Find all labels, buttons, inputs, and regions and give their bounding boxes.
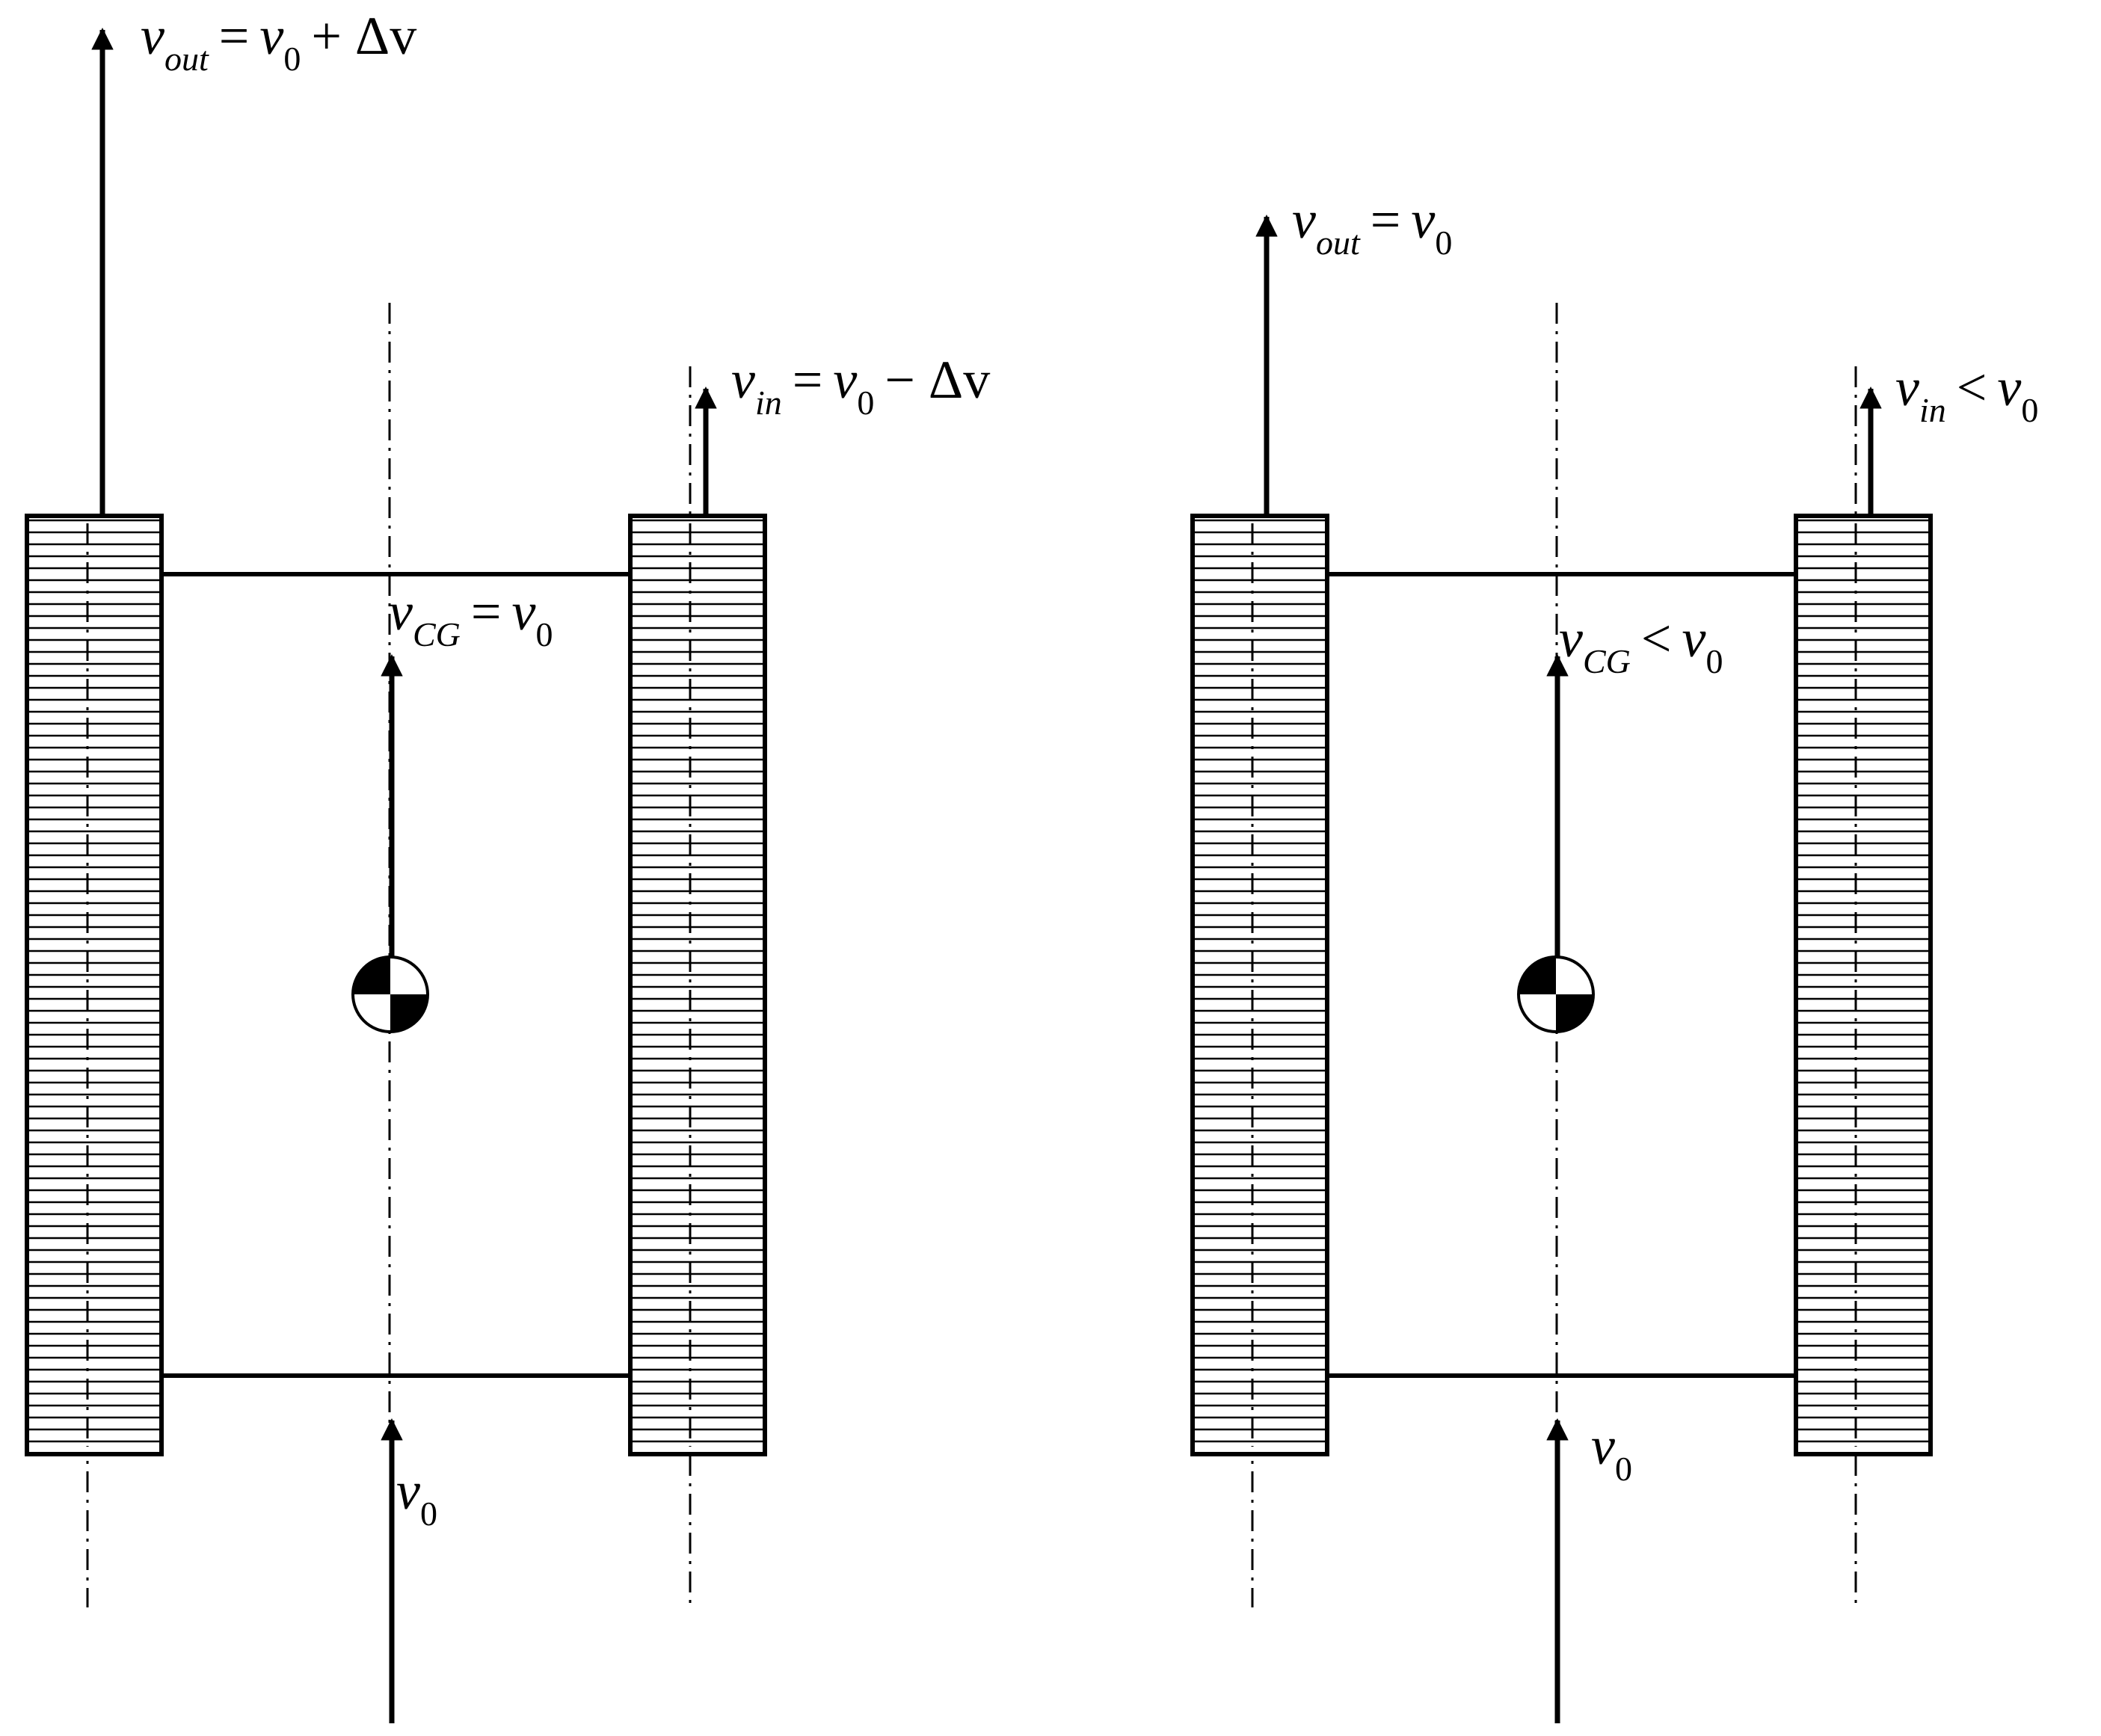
left-vin-label: vin=v0− Δv <box>731 350 991 422</box>
left-cg-symbol <box>351 955 429 1033</box>
right-vin-label: vin<v0 <box>1895 357 2039 429</box>
right-vout-label: vout=v0 <box>1292 190 1453 262</box>
left-v0-label: v0 <box>396 1461 437 1533</box>
left-vcg-label: vCG=v0 <box>389 582 553 653</box>
right-track-inner <box>1794 514 1933 1456</box>
left-track-outer <box>25 514 164 1456</box>
right-vehicle <box>1190 215 1933 1723</box>
right-vcg-label: vCG<v0 <box>1559 609 1723 680</box>
left-vehicle <box>25 28 767 1723</box>
right-track-outer <box>1190 514 1329 1456</box>
left-track-inner <box>628 514 767 1456</box>
left-vout-label: vout=v0+ Δv <box>141 6 417 78</box>
right-v0-label: v0 <box>1591 1416 1632 1488</box>
right-cg-symbol <box>1517 955 1595 1033</box>
